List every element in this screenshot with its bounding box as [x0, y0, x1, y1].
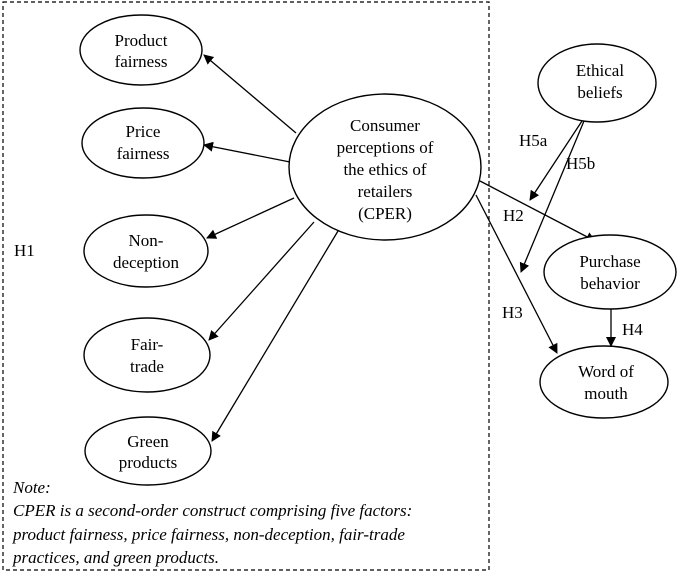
arrow-cper-to-word-of-mouth: [475, 194, 558, 354]
node-green-products: Green products: [84, 416, 212, 486]
non-deception-label-line1: Non-: [129, 231, 164, 250]
node-non-deception: Non- deception: [83, 214, 209, 288]
note-line-1: CPER is a second-order construct compris…: [13, 501, 412, 520]
ethical-beliefs-label-line1: Ethical: [576, 61, 624, 80]
arrow-cper-to-purchase-behavior: [479, 180, 596, 242]
node-product-fairness: Product fairness: [79, 14, 203, 86]
green-products-label-line1: Green: [127, 432, 169, 451]
node-fair-trade: Fair- trade: [83, 317, 211, 393]
arrow-cper-to-non-deception: [206, 197, 295, 239]
note-line-3: practices, and green products.: [12, 548, 219, 567]
arrow-cper-to-price-fairness: [203, 141, 291, 163]
fair-trade-label-line1: Fair-: [131, 335, 164, 354]
arrow-ethical-beliefs-to-h2-path: [529, 120, 583, 201]
node-word-of-mouth: Word of mouth: [539, 345, 669, 419]
node-price-fairness: Price fairness: [81, 107, 205, 179]
arrow-ethical-beliefs-to-h3-path: [519, 120, 585, 273]
green-products-label-line2: products: [119, 453, 178, 472]
cper-construct-boundary: [2, 1, 490, 571]
arrow-cper-to-fair-trade: [208, 221, 315, 341]
ethical-beliefs-label-line2: beliefs: [577, 83, 622, 102]
word-of-mouth-label-line1: Word of: [578, 362, 634, 381]
price-fairness-label-line1: Price: [126, 122, 161, 141]
hypothesis-h3-label: H3: [502, 303, 523, 322]
note-heading: Note:: [12, 478, 51, 497]
arrow-cper-to-product-fairness: [203, 54, 297, 134]
word-of-mouth-label-line2: mouth: [584, 384, 628, 403]
product-fairness-label-line2: fairness: [115, 52, 168, 71]
hypothesis-h5b-label: H5b: [566, 154, 595, 173]
cper-label-line2: perceptions of: [337, 138, 434, 157]
node-cper: Consumer perceptions of the ethics of re…: [288, 93, 482, 241]
arrow-cper-to-green-products: [211, 230, 339, 442]
hypothesis-h2-label: H2: [503, 206, 524, 225]
non-deception-label-line2: deception: [113, 253, 180, 272]
hypothesis-h1-label: H1: [14, 241, 35, 260]
purchase-behavior-label-line2: behavior: [580, 274, 640, 293]
cper-label-line5: (CPER): [358, 204, 412, 223]
fair-trade-label-line2: trade: [130, 357, 164, 376]
cper-label-line3: the ethics of: [343, 160, 426, 179]
hypothesis-h5a-label: H5a: [519, 131, 548, 150]
node-purchase-behavior: Purchase behavior: [543, 234, 677, 310]
node-ethical-beliefs: Ethical beliefs: [537, 43, 657, 123]
cper-label-line1: Consumer: [350, 116, 420, 135]
product-fairness-label-line1: Product: [115, 31, 168, 50]
note-line-2: product fairness, price fairness, non-de…: [12, 525, 405, 544]
cper-label-line4: retailers: [358, 182, 413, 201]
purchase-behavior-label-line1: Purchase: [579, 252, 640, 271]
price-fairness-label-line2: fairness: [117, 144, 170, 163]
hypothesis-h4-label: H4: [622, 320, 643, 339]
